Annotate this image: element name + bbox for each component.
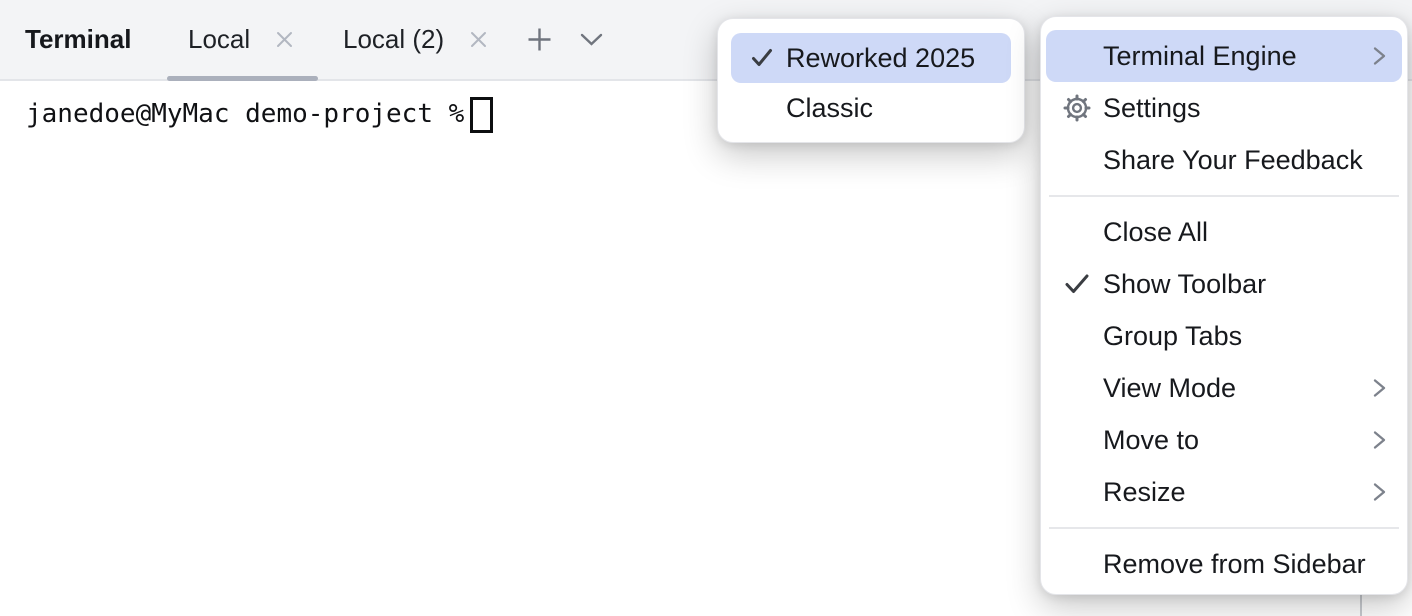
menu-item-settings[interactable]: Settings [1046,82,1402,134]
menu-item-reworked-2025[interactable]: Reworked 2025 [731,33,1011,83]
menu-item-close-all[interactable]: Close All [1046,206,1402,258]
terminal-context-menu: Terminal Engine [1040,16,1408,595]
menu-item-show-toolbar[interactable]: Show Toolbar [1046,258,1402,310]
menu-item-classic[interactable]: Classic [731,83,1011,133]
menu-item-label: Terminal Engine [1103,40,1297,71]
new-tab-button[interactable] [527,0,552,79]
chevron-right-icon [1373,45,1386,67]
close-tab-icon[interactable] [468,29,489,50]
menu-item-label: View Mode [1103,372,1237,403]
terminal-engine-submenu: Reworked 2025 Classic [717,18,1025,143]
menu-separator [1049,195,1399,197]
checkmark-icon [744,33,780,83]
menu-item-label: Share Your Feedback [1103,144,1363,175]
terminal-prompt: janedoe@MyMac demo-project % [26,99,465,129]
menu-item-view-mode[interactable]: View Mode [1046,362,1402,414]
tab-label: Local (2) [343,24,445,54]
tab-list-dropdown-button[interactable] [580,0,603,79]
menu-item-remove-from-sidebar[interactable]: Remove from Sidebar [1046,538,1402,590]
gear-icon [1059,82,1095,134]
menu-item-label: Remove from Sidebar [1103,548,1366,579]
menu-item-resize[interactable]: Resize [1046,466,1402,518]
checkmark-icon [1059,258,1095,310]
close-tab-icon[interactable] [274,29,295,50]
chevron-right-icon [1373,377,1386,399]
tab-local[interactable]: Local [167,0,318,81]
menu-item-label: Group Tabs [1103,320,1243,351]
active-tab-underline [167,76,318,81]
chevron-right-icon [1373,429,1386,451]
menu-item-label: Reworked 2025 [786,42,976,73]
menu-item-move-to[interactable]: Move to [1046,414,1402,466]
menu-item-label: Classic [786,92,874,123]
plus-icon [527,27,552,52]
menu-item-label: Resize [1103,476,1186,507]
panel-edge-divider [1360,595,1362,616]
tab-label: Local [188,24,251,54]
menu-item-group-tabs[interactable]: Group Tabs [1046,310,1402,362]
terminal-cursor [470,97,493,133]
menu-separator [1049,527,1399,529]
menu-item-label: Settings [1103,92,1201,123]
chevron-right-icon [1373,481,1386,503]
chevron-down-icon [580,33,603,46]
menu-item-terminal-engine[interactable]: Terminal Engine [1046,30,1402,82]
menu-item-label: Show Toolbar [1103,268,1267,299]
menu-item-label: Move to [1103,424,1200,455]
panel-title: Terminal [25,24,132,54]
menu-item-share-your-feedback[interactable]: Share Your Feedback [1046,134,1402,186]
menu-item-label: Close All [1103,216,1209,247]
tab-local-2[interactable]: Local (2) [322,0,513,79]
